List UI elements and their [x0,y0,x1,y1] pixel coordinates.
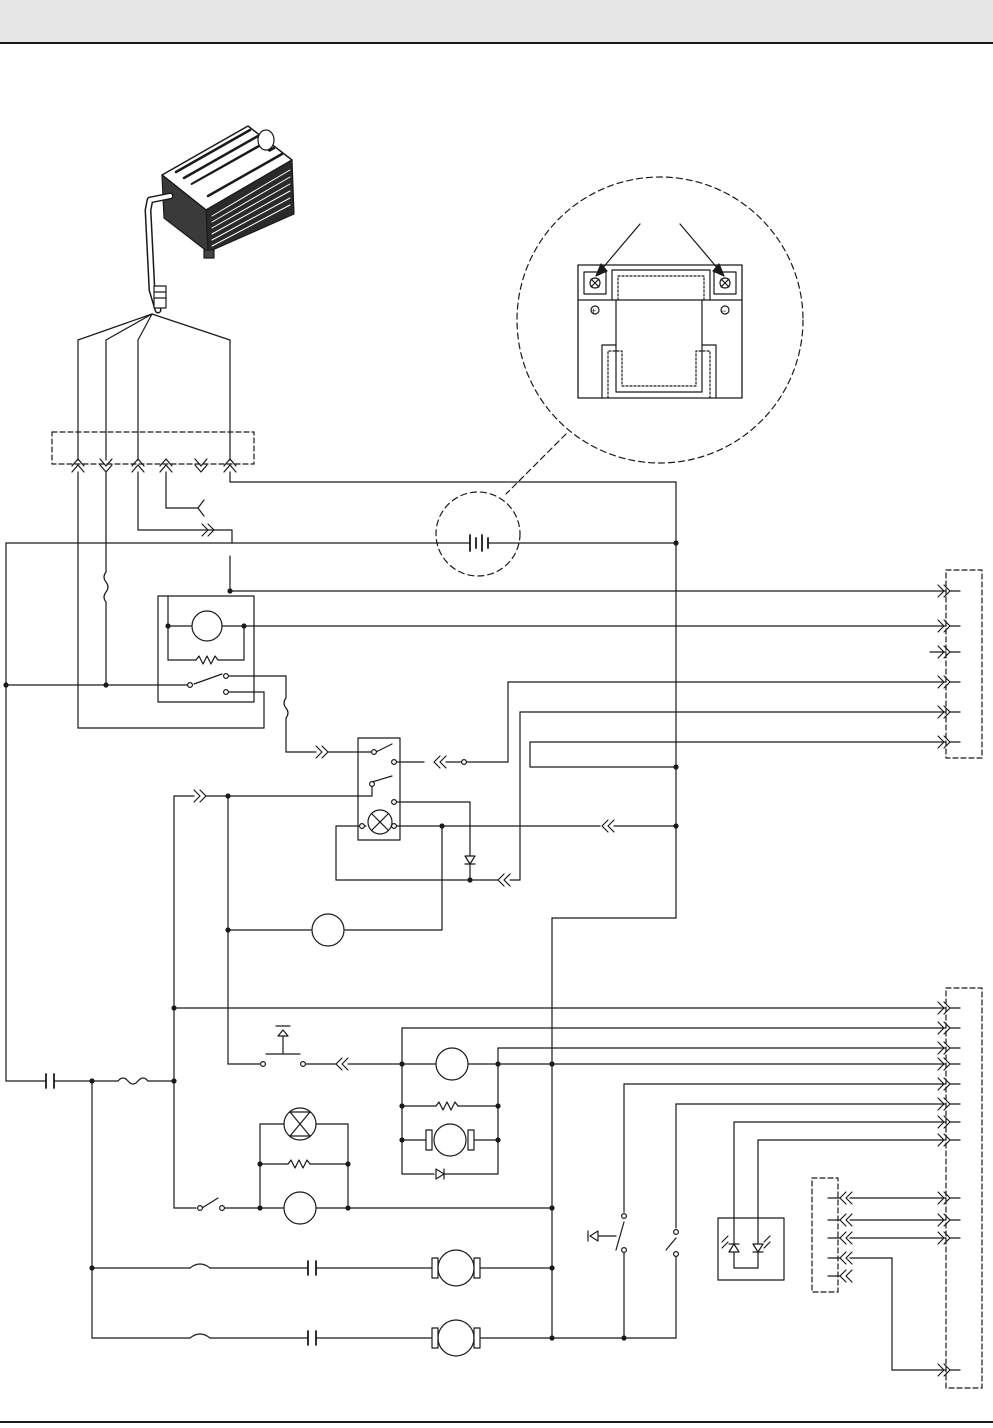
charger-harness [78,314,230,460]
fan-motor [192,611,222,641]
charger-unit-illustration [148,126,294,310]
traction-motor-left [438,1250,474,1286]
contact-points [188,674,679,1257]
battery-detail-callout: + − [506,177,803,494]
brake-resistor [288,1160,310,1168]
sensor-module [718,1218,784,1280]
main-connector-top [938,570,982,758]
junction-dots [3,540,678,1340]
secondary-connector [812,1178,838,1292]
traction-motor-right [438,1320,474,1356]
wires [6,472,946,1370]
pump-motor [434,1124,466,1156]
main-connector-bottom [938,988,982,1388]
warning-lamp [436,1048,468,1080]
charger-connector [52,432,254,472]
horn [284,1192,316,1224]
battery-plus-label: + [591,306,596,316]
hour-meter [312,914,344,946]
battery-minus-label: − [721,306,726,316]
